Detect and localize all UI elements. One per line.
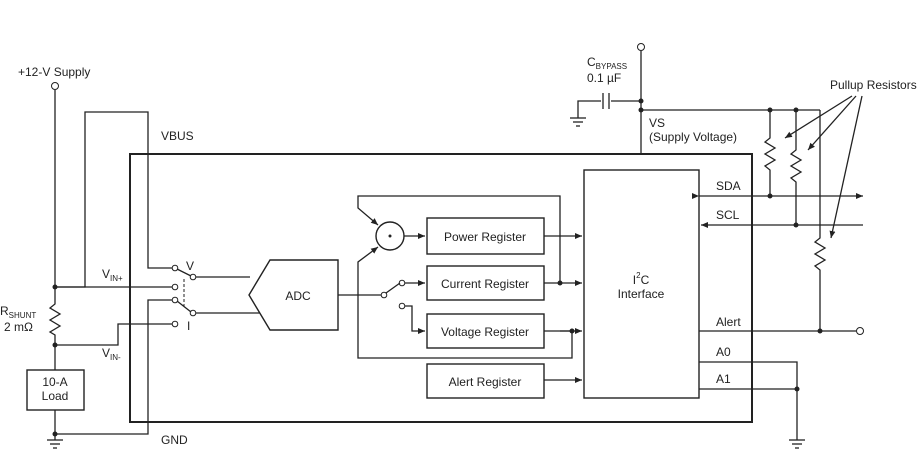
chip-outline xyxy=(129,153,753,423)
i2c-label: I2C xyxy=(633,271,650,287)
cbypass-value: 0.1 µF xyxy=(587,71,621,85)
cbypass-label: CBYPASS xyxy=(587,55,627,71)
reg-switch-common xyxy=(380,291,388,299)
rshunt-label: RSHUNT xyxy=(0,304,36,320)
a0-line xyxy=(699,361,798,440)
current-feedback-wire xyxy=(357,195,561,283)
pullup-resistor-alert xyxy=(813,110,827,331)
vs-label: VS xyxy=(649,116,665,130)
vbus-label: VBUS xyxy=(161,129,194,143)
ground-icon-cap xyxy=(570,117,586,127)
ground-icon-left xyxy=(47,439,63,449)
i2c-interface-label: Interface xyxy=(618,287,665,301)
vbus-wire xyxy=(55,111,172,288)
a0-label: A0 xyxy=(716,345,731,359)
pullup-label: Pullup Resistors xyxy=(830,78,917,92)
supply-label: +12-V Supply xyxy=(18,65,90,79)
load-label-2: Load xyxy=(42,389,69,403)
vs-terminal xyxy=(637,43,645,51)
mux-i-label: I xyxy=(187,319,190,333)
svg-text:Current Register: Current Register xyxy=(441,277,529,291)
adc-block xyxy=(248,259,339,331)
ground-icon-address xyxy=(789,439,805,449)
mux-switch xyxy=(171,264,265,328)
supply-terminal xyxy=(51,82,59,90)
alert-terminal xyxy=(856,327,864,335)
vin-minus-wire xyxy=(55,323,172,346)
adc-label: ADC xyxy=(285,289,311,303)
i2c-interface xyxy=(583,169,700,399)
svg-text:Power Register: Power Register xyxy=(444,230,526,244)
vin-minus-label: VIN- xyxy=(102,346,121,362)
mux-v-label: V xyxy=(186,259,194,273)
sda-label: SDA xyxy=(716,179,741,193)
load-box xyxy=(26,369,85,411)
vin-plus-label: VIN+ xyxy=(102,267,123,283)
pullup-resistor-scl xyxy=(789,110,803,225)
svg-text:Voltage Register: Voltage Register xyxy=(441,325,529,339)
scl-label: SCL xyxy=(716,208,740,222)
alert-pin-label: Alert xyxy=(716,315,741,329)
pullup-resistor-sda xyxy=(763,110,777,196)
gnd-label: GND xyxy=(161,433,188,447)
svg-text:Alert Register: Alert Register xyxy=(449,375,522,389)
vs-desc: (Supply Voltage) xyxy=(649,130,737,144)
load-label-1: 10-A xyxy=(42,375,67,389)
a1-label: A1 xyxy=(716,372,731,386)
shunt-resistor xyxy=(48,298,62,345)
alert-register xyxy=(426,363,545,399)
current-register xyxy=(426,265,545,301)
gnd-wire xyxy=(55,299,172,435)
rshunt-value: 2 mΩ xyxy=(4,320,33,334)
